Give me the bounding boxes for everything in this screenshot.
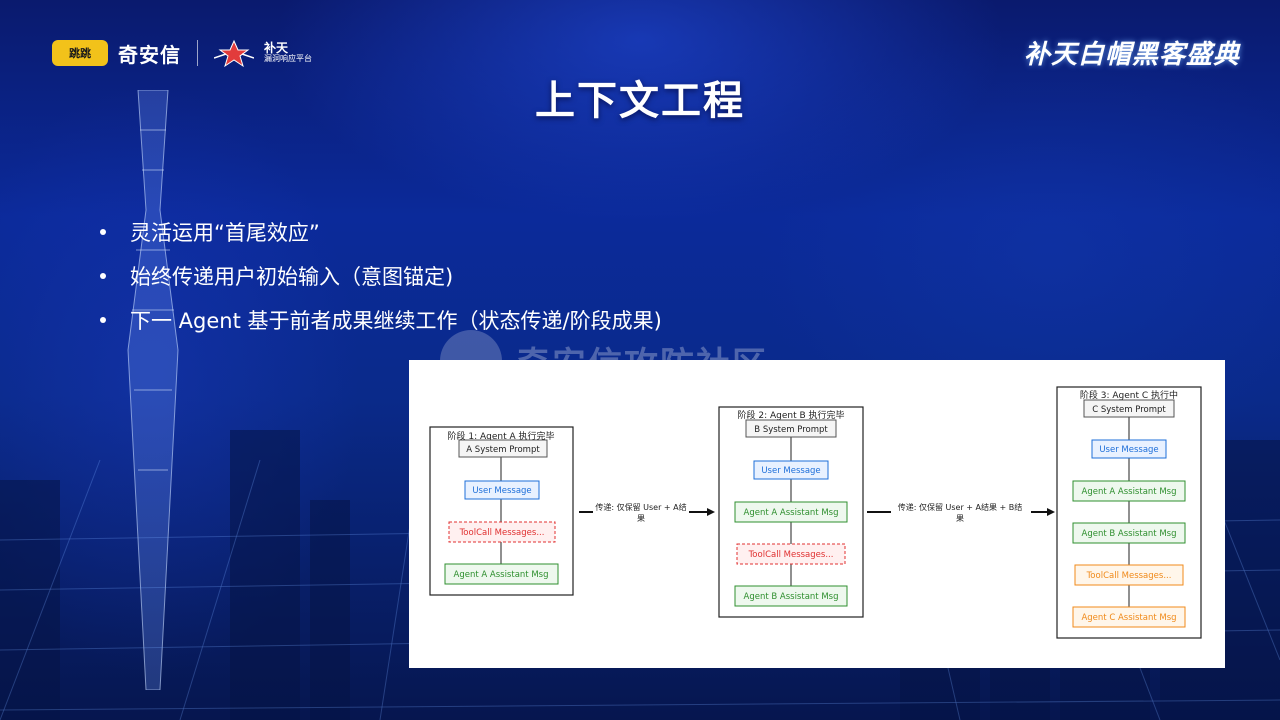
logo-divider bbox=[197, 40, 198, 66]
bullet-dot-icon bbox=[100, 273, 106, 279]
stage1-system-label: A System Prompt bbox=[466, 445, 540, 455]
butian-subtitle: 漏洞响应平台 bbox=[264, 54, 312, 64]
page-title: 上下文工程 bbox=[535, 78, 745, 124]
stage1-user-label: User Message bbox=[472, 486, 531, 496]
bullet-item: 灵活运用“首尾效应” bbox=[100, 210, 662, 254]
watermark: 奇安信攻防社区 bbox=[440, 330, 768, 392]
stage1-frame bbox=[429, 426, 574, 596]
stage1-assistant-box bbox=[444, 563, 559, 585]
stage1-system-box bbox=[458, 439, 548, 458]
arrow2-label-line1: 传递: 仅保留 User + A结果 + B结 bbox=[898, 502, 1023, 512]
stage2-agent-a-label: Agent A Assistant Msg bbox=[744, 508, 839, 518]
bullet-dot-icon bbox=[100, 229, 106, 235]
qianxin-logo-text: 奇安信 bbox=[118, 42, 181, 67]
context-diagram: 阶段 1: Agent A 执行完毕 A System Prompt User … bbox=[409, 360, 1225, 668]
stage2-system-label: B System Prompt bbox=[754, 425, 828, 435]
stage1-assistant-label: Agent A Assistant Msg bbox=[454, 570, 549, 580]
arrow2-label-line2: 果 bbox=[956, 514, 964, 523]
stage2-toolcall-label: ToolCall Messages... bbox=[748, 550, 834, 560]
stage2-frame bbox=[718, 406, 864, 618]
arrow1-label-line1: 传递: 仅保留 User + A结 bbox=[595, 502, 686, 512]
stage1-toolcall-box bbox=[448, 521, 556, 543]
bullet-text: 始终传递用户初始输入（意图锚定) bbox=[130, 265, 454, 289]
stage1-title: 阶段 1: Agent A 执行完毕 bbox=[448, 430, 555, 442]
stage2-system-box bbox=[745, 419, 837, 438]
stage2-agent-b-box bbox=[734, 585, 848, 607]
stage3-system-label: C System Prompt bbox=[1092, 405, 1166, 415]
stage2-user-label: User Message bbox=[761, 466, 820, 476]
stage3-toolcall-box bbox=[1074, 564, 1184, 586]
brand-logos: 跳跳 奇安信 补天 漏洞响应平台 bbox=[52, 38, 312, 68]
bullet-item: 始终传递用户初始输入（意图锚定) bbox=[100, 254, 662, 298]
stage2-toolcall-box bbox=[736, 543, 846, 565]
butian-title: 补天 bbox=[264, 41, 289, 55]
watermark-logo-icon bbox=[440, 330, 502, 392]
watermark-text: 奇安信攻防社区 bbox=[516, 344, 768, 385]
stage2-agent-a-box bbox=[734, 501, 848, 523]
qianxin-logo-icon: 跳跳 bbox=[52, 40, 108, 66]
stage3-toolcall-label: ToolCall Messages... bbox=[1086, 571, 1172, 581]
stage3-agent-c-box bbox=[1072, 606, 1186, 628]
stage3-user-box bbox=[1091, 439, 1167, 459]
stage3-frame bbox=[1056, 386, 1202, 639]
context-diagram-svg: 阶段 1: Agent A 执行完毕 A System Prompt User … bbox=[429, 386, 1202, 639]
stage3-agent-c-label: Agent C Assistant Msg bbox=[1081, 613, 1176, 623]
butian-star-icon bbox=[214, 39, 254, 68]
stage1-toolcall-label: ToolCall Messages... bbox=[459, 528, 545, 538]
tower-illustration bbox=[127, 90, 179, 690]
stage3-title: 阶段 3: Agent C 执行中 bbox=[1080, 389, 1178, 401]
butian-logo-text: 补天 漏洞响应平台 bbox=[264, 41, 312, 64]
stage3-agent-b-label: Agent B Assistant Msg bbox=[1082, 529, 1177, 539]
bullet-item: 下一 Agent 基于前者成果继续工作（状态传递/阶段成果) bbox=[100, 298, 662, 342]
bullet-list: 灵活运用“首尾效应” 始终传递用户初始输入（意图锚定) 下一 Agent 基于前… bbox=[100, 210, 662, 342]
stage2-agent-b-label: Agent B Assistant Msg bbox=[744, 592, 839, 602]
bullet-text: 下一 Agent 基于前者成果继续工作（状态传递/阶段成果) bbox=[130, 309, 662, 333]
bullet-text: 灵活运用“首尾效应” bbox=[130, 221, 320, 245]
stage2-user-box bbox=[753, 460, 829, 480]
stage3-agent-a-box bbox=[1072, 480, 1186, 502]
stage3-agent-b-box bbox=[1072, 522, 1186, 544]
stage3-user-label: User Message bbox=[1099, 445, 1158, 455]
stage2-title: 阶段 2: Agent B 执行完毕 bbox=[737, 409, 844, 421]
event-title: 补天白帽黑客盛典 bbox=[1023, 40, 1240, 70]
arrow1-label-line2: 果 bbox=[637, 514, 645, 523]
stage1-user-box bbox=[464, 480, 540, 500]
stage3-agent-a-label: Agent A Assistant Msg bbox=[1082, 487, 1177, 497]
bullet-dot-icon bbox=[100, 317, 106, 323]
stage3-system-box bbox=[1083, 399, 1175, 418]
